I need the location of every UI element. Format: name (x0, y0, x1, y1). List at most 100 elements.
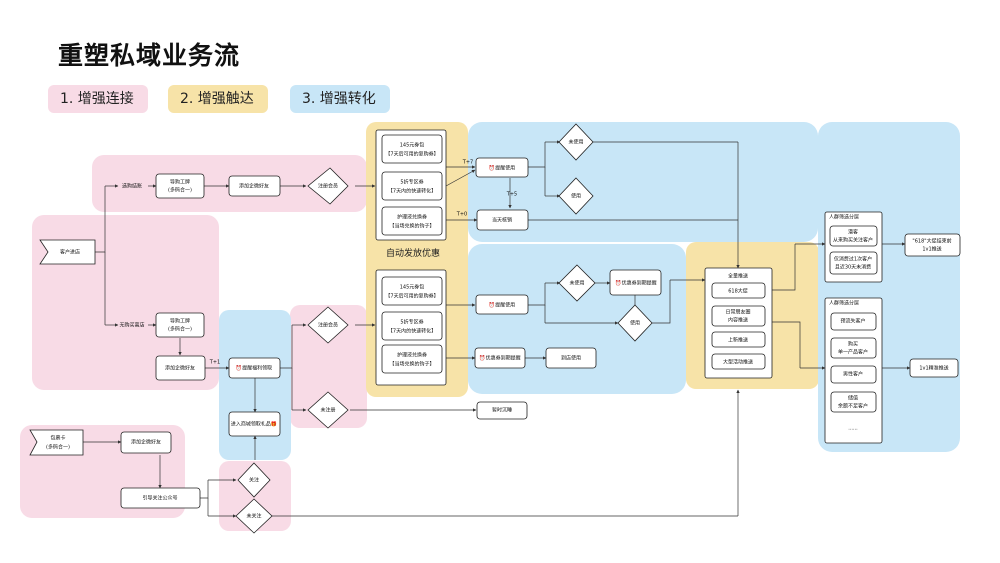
node-package: 包裹卡 (多码合一) (29, 429, 84, 456)
svg-text:导购工牌: 导购工牌 (170, 179, 190, 186)
label-pick-goods: 选购结账 (122, 183, 142, 190)
node-store-use: 到店使用 (545, 347, 597, 369)
svg-text:【当场兑换的钩子】: 【当场兑换的钩子】 (389, 361, 434, 368)
svg-text:145元券包: 145元券包 (400, 142, 425, 149)
screen2-item4-line1: 储值 (848, 395, 858, 402)
label-auto-coupon: 自动发放优惠 (386, 247, 440, 259)
svg-text:关注: 关注 (249, 477, 259, 484)
svg-text:全量推送: 全量推送 (728, 273, 748, 280)
label-t7: T+7 (462, 160, 473, 166)
node-followed: 关注 (237, 462, 271, 498)
svg-text:进入商城领取礼品🎁: 进入商城领取礼品🎁 (231, 421, 277, 428)
svg-text:618大促: 618大促 (728, 288, 748, 295)
node-register2: 注册会员 (307, 306, 349, 344)
svg-text:【7天后可用的复购券】: 【7天后可用的复购券】 (385, 293, 438, 300)
node-unused2: 未使用 (558, 264, 596, 302)
node-end2: 1v1精准推送 (909, 358, 959, 378)
node-follow-oa: 引导关注公众号 (120, 487, 201, 509)
svg-text:添加企微好友: 添加企微好友 (239, 183, 269, 190)
svg-text:人群筛选分层: 人群筛选分层 (829, 214, 859, 221)
node-add-friend1: 添加企微好友 (228, 175, 281, 197)
coupon-group1: 145元券包 【7天后可用的复购券】 5折专区券 【7天内的快速转化】 护理液兑… (375, 129, 447, 241)
svg-text:【当场兑换的钩子】: 【当场兑换的钩子】 (389, 223, 434, 230)
label-t1: T+1 (209, 360, 220, 366)
svg-text:1v1精准推送: 1v1精准推送 (919, 365, 948, 372)
label-no-buy: 无购买离店 (119, 322, 144, 329)
svg-text:⏰提醒使用: ⏰提醒使用 (489, 302, 515, 309)
node-remind-welfare: ⏰提醒福利领取 (228, 357, 281, 379)
node-add-friend3: 添加企微好友 (120, 431, 172, 454)
page-title: 重塑私域业务流 (58, 41, 241, 70)
screen1-item1-line1: 潜客 (848, 229, 858, 236)
push-block: 全量推送 618大促 日常朋友圈 内容推送 上新推送 大型活动推送 (704, 267, 773, 379)
svg-text:注册会员: 注册会员 (318, 322, 338, 329)
label-t0: T+0 (456, 212, 467, 218)
node-store: 客户进店 (39, 239, 96, 265)
svg-text:添加企微好友: 添加企微好友 (165, 365, 195, 372)
svg-text:到店使用: 到店使用 (561, 355, 581, 362)
svg-text:添加企微好友: 添加企微好友 (131, 439, 161, 446)
svg-text:(多码合一): (多码合一) (46, 444, 70, 451)
screen-block1: 人群筛选分层 潜客 从来购买关注客户 仅消费过1次客户 且近30天未消费 (824, 211, 883, 283)
svg-text:导购工牌: 导购工牌 (170, 318, 190, 325)
legend-reach: 2. 增强触达 (168, 85, 268, 113)
node-remind-use1: ⏰提醒使用 (475, 157, 529, 178)
svg-text:注册会员: 注册会员 (318, 183, 338, 190)
svg-text:145元券包: 145元券包 (400, 284, 425, 291)
label-t5: T+5 (506, 192, 517, 198)
svg-text:⏰优惠券到期提醒: ⏰优惠券到期提醒 (479, 355, 520, 362)
svg-text:使用: 使用 (571, 193, 581, 200)
svg-text:包裹卡: 包裹卡 (50, 435, 65, 442)
svg-text:1v1推送: 1v1推送 (922, 246, 941, 253)
svg-text:5折专区券: 5折专区券 (400, 179, 423, 186)
svg-text:⏰提醒使用: ⏰提醒使用 (489, 165, 515, 172)
svg-text:5折专区券: 5折专区券 (400, 319, 423, 326)
node-pause: 暂时沉睡 (476, 401, 528, 420)
node-unfollowed: 未关注 (235, 498, 273, 534)
svg-text:未注册: 未注册 (320, 407, 335, 414)
coupon-group2: 145元券包 【7天后可用的复购券】 5折专区券 【7天内的快速转化】 护理液兑… (375, 269, 447, 386)
svg-text:大型活动推送: 大型活动推送 (723, 359, 753, 366)
svg-text:(多码合一): (多码合一) (168, 187, 192, 194)
svg-text:暂时沉睡: 暂时沉睡 (492, 407, 512, 414)
node-register1: 注册会员 (307, 167, 349, 205)
push-daily-line2: 内容推送 (728, 317, 748, 324)
svg-text:使用: 使用 (630, 320, 640, 327)
node-add-friend2: 添加企微好友 (155, 355, 206, 381)
svg-text:未使用: 未使用 (568, 139, 583, 146)
connectors (83, 140, 911, 518)
svg-text:护理液兑换券: 护理液兑换券 (397, 214, 427, 221)
node-mall: 进入商城领取礼品🎁 (228, 411, 281, 437)
svg-text:⏰提醒福利领取: ⏰提醒福利领取 (236, 365, 272, 372)
node-day-verify: 当天核销 (476, 209, 529, 231)
node-end1: "618"大促结束前 1v1推送 (904, 233, 961, 257)
svg-text:预流失客户: 预流失客户 (840, 318, 865, 325)
svg-text:【7天后可用的复购券】: 【7天后可用的复购券】 (385, 151, 438, 158)
node-unregistered: 未注册 (307, 391, 349, 429)
screen1-item1-line2: 从来购买关注客户 (833, 237, 873, 244)
svg-text:当天核销: 当天核销 (492, 217, 512, 224)
node-used1: 使用 (558, 177, 594, 215)
svg-text:护理液兑换券: 护理液兑换券 (397, 352, 427, 359)
svg-text:⏰优惠券到期提醒: ⏰优惠券到期提醒 (615, 280, 656, 287)
svg-text:男性客户: 男性客户 (843, 371, 863, 378)
legend-convert: 3. 增强转化 (290, 85, 390, 113)
screen2-item2-line1: 购买 (848, 341, 858, 348)
screen2-item2-line2: 单一产品客户 (838, 349, 868, 356)
screen1-item2-line2: 且近30天未消费 (835, 264, 871, 271)
svg-text:【7天内的快速转化】: 【7天内的快速转化】 (388, 328, 436, 335)
screen-block2: 人群筛选分层 预流失客户 购买 单一产品客户 男性客户 储值 余额不足客户 ..… (824, 297, 883, 444)
svg-text:......: ...... (848, 426, 858, 432)
svg-text:引导关注公众号: 引导关注公众号 (142, 495, 177, 502)
node-used2: 使用 (617, 304, 653, 342)
svg-text:"618"大促结束前: "618"大促结束前 (912, 238, 951, 245)
svg-text:【7天内的快速转化】: 【7天内的快速转化】 (388, 188, 436, 195)
node-expire-remind1: ⏰优惠券到期提醒 (609, 269, 662, 296)
node-expire-remind2: ⏰优惠券到期提醒 (474, 347, 526, 369)
svg-text:人群筛选分层: 人群筛选分层 (829, 300, 859, 307)
svg-text:(多码合一): (多码合一) (168, 326, 192, 333)
svg-text:上新推送: 上新推送 (728, 337, 748, 344)
screen2-item4-line2: 余额不足客户 (838, 403, 868, 410)
screen1-item2-line1: 仅消费过1次客户 (834, 256, 872, 263)
